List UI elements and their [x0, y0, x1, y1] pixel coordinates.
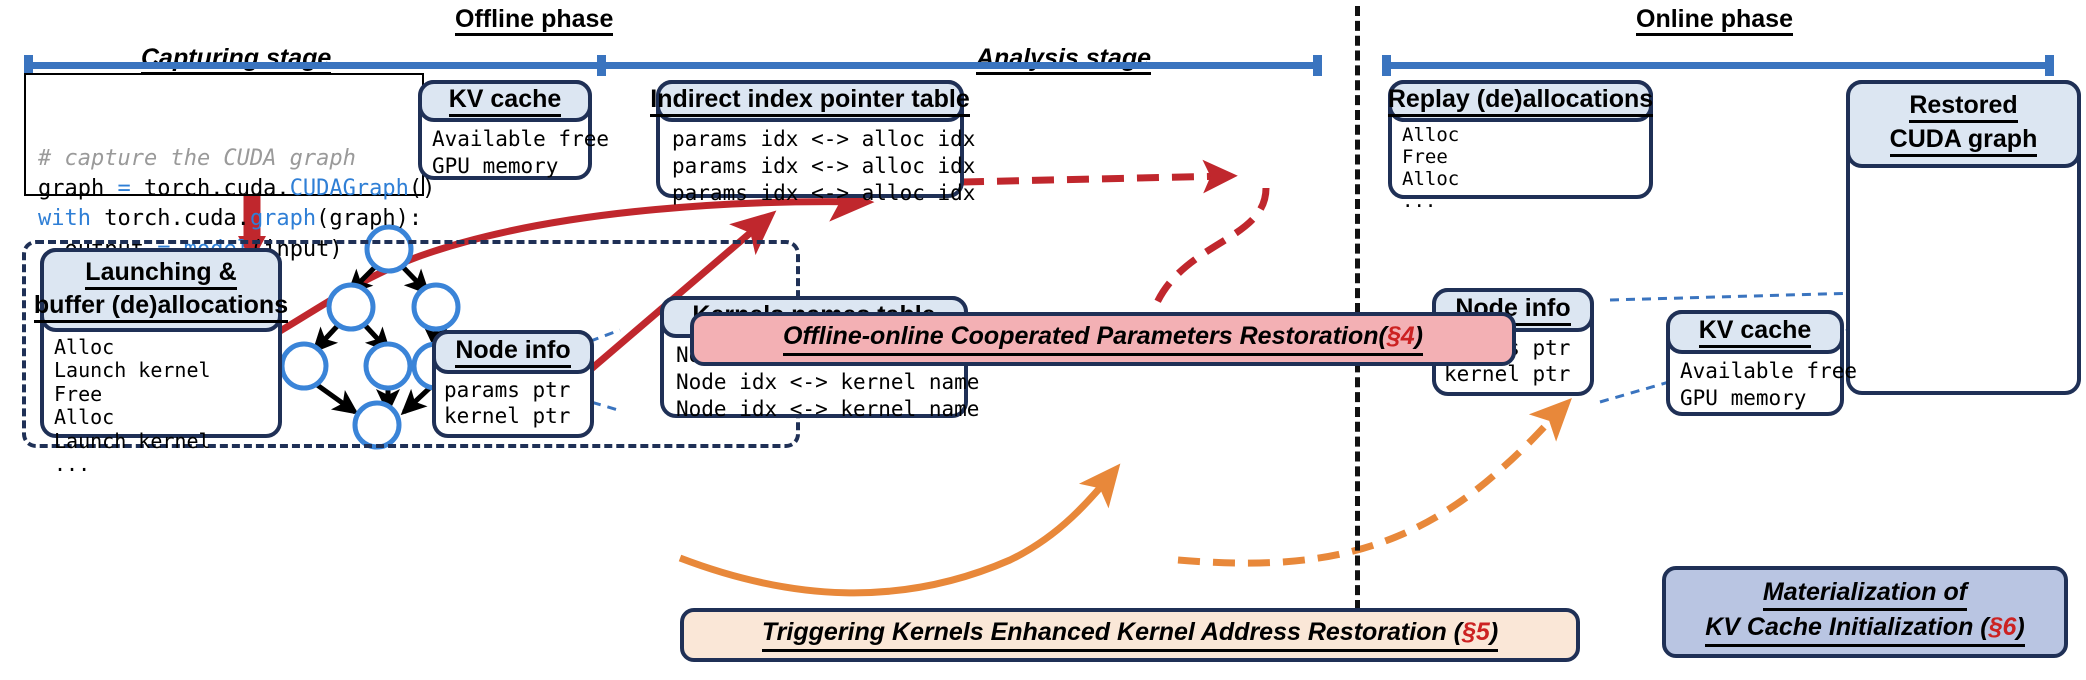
- restored-cuda-graph-header: Restored CUDA graph: [1846, 80, 2081, 168]
- launching-buffer-deallocations-title-line1: Launching &: [85, 258, 237, 290]
- timeline-offline-mid-cap: [597, 55, 606, 76]
- banner-kv-cache-materialization-line2: KV Cache Initialization (§6): [1705, 613, 2025, 647]
- restored-cuda-graph-title-line1: Restored: [1909, 91, 2018, 123]
- indirect-index-pointer-table-title: Indirect index pointer table: [650, 85, 970, 117]
- phase-title-offline: Offline phase: [455, 6, 614, 37]
- node-info-to-kernels-table-arrow: [678, 463, 1121, 597]
- banner-kernel-address-restoration-section: §5: [1462, 618, 1490, 647]
- banner-kv-cache-materialization-label: KV Cache Initialization (: [1705, 613, 1989, 641]
- timeline-online-bar: [1382, 62, 2054, 69]
- launching-buffer-deallocations-line: Alloc: [54, 405, 115, 430]
- timeline-offline-bar: [24, 62, 1322, 69]
- kv-cache-online-line: GPU memory: [1680, 385, 1807, 410]
- banner-kv-cache-materialization: Materialization of KV Cache Initializati…: [1662, 566, 2068, 658]
- replay-deallocations-title: Replay (de)allocations: [1387, 85, 1654, 117]
- indirect-index-pointer-table-line: params idx <-> alloc idx: [672, 127, 976, 151]
- banner-kv-cache-materialization-line1: Materialization of: [1762, 578, 1968, 611]
- phase-title-online: Online phase: [1636, 6, 1793, 37]
- replay-deallocations-line: Free: [1402, 146, 1448, 169]
- node-info-offline-line: params ptr: [444, 378, 571, 402]
- banner-offline-online-params-restoration: Offline-online Cooperated Parameters Res…: [690, 312, 1516, 366]
- code-line: with torch.cuda.graph(graph):: [38, 206, 423, 232]
- banner-kernel-address-restoration-suffix: ): [1489, 618, 1499, 647]
- replay-deallocations-line: Alloc: [1402, 168, 1460, 191]
- phase-divider: [1355, 6, 1360, 610]
- timeline-online-start-cap: [1382, 55, 1391, 76]
- replay-deallocations-header: Replay (de)allocations: [1387, 80, 1654, 122]
- stage-title-capturing: Capturing stage: [141, 45, 332, 76]
- timeline-online-end-cap: [2045, 55, 2054, 76]
- stage-title-analysis: Analysis stage: [976, 45, 1152, 76]
- node-info-offline-header: Node info: [432, 330, 594, 374]
- replay-deallocations-line: ...: [1402, 190, 1437, 213]
- banner-params-restoration-suffix: ): [1414, 322, 1423, 351]
- launching-buffer-deallocations-line: Alloc: [54, 335, 115, 359]
- kernels-table-to-node-info-arrow: [1177, 398, 1572, 567]
- banner-params-restoration-label: Offline-online Cooperated Parameters Res…: [783, 322, 1387, 351]
- kv-cache-online-line: Available free: [1680, 359, 1858, 383]
- indirect-index-pointer-table-header: Indirect index pointer table: [650, 80, 970, 122]
- replay-deallocations-line: Alloc: [1402, 124, 1460, 146]
- indirect-index-pointer-table-line: params idx <-> alloc idx: [672, 180, 976, 205]
- launching-buffer-deallocations-title-line2: buffer (de)allocations: [33, 291, 289, 323]
- index-table-to-replay-arrow: [961, 159, 1238, 194]
- restored-cuda-graph-title-line2: CUDA graph: [1889, 125, 2038, 157]
- timeline-offline-end-cap: [1313, 55, 1322, 76]
- launching-buffer-deallocations-line: Free: [54, 381, 103, 406]
- timeline-offline-start-cap: [24, 55, 33, 76]
- banner-kernel-address-restoration-text: Triggering Kernels Enhanced Kernel Addre…: [761, 618, 1499, 652]
- kv-cache-offline-line: GPU memory: [432, 153, 559, 178]
- kv-cache-offline-line: Available free: [432, 127, 610, 151]
- kernels-names-table-line: Node idx <-> kernel name: [676, 369, 980, 394]
- kv-cache-offline-title: KV cache: [448, 85, 562, 117]
- node-info-offline-title: Node info: [455, 336, 571, 368]
- kv-cache-online-title: KV cache: [1698, 316, 1812, 348]
- launching-buffer-deallocations-line: Launch kernel: [54, 428, 211, 453]
- launching-buffer-deallocations-line: Launch kernel: [54, 358, 211, 383]
- cuda-graph-capture-code: # capture the CUDA graph graph = torch.cu…: [24, 73, 435, 262]
- code-line: # capture the CUDA graph: [38, 145, 356, 171]
- banner-kernel-address-restoration: Triggering Kernels Enhanced Kernel Addre…: [680, 608, 1580, 662]
- banner-params-restoration-text: Offline-online Cooperated Parameters Res…: [783, 322, 1423, 356]
- launching-buffer-deallocations-header: Launching & buffer (de)allocations: [33, 248, 289, 332]
- code-line: graph = torch.cuda.CUDAGraph(): [38, 176, 436, 202]
- launching-buffer-deallocations-line: ...: [54, 451, 91, 476]
- banner-kernel-address-restoration-label: Triggering Kernels Enhanced Kernel Addre…: [761, 618, 1463, 647]
- banner-kv-cache-materialization-suffix: ): [2016, 613, 2025, 641]
- node-info-offline-line: kernel ptr: [444, 403, 571, 428]
- banner-kv-cache-materialization-section: §6: [1988, 613, 2017, 641]
- kv-cache-offline-header: KV cache: [418, 80, 592, 122]
- indirect-index-pointer-table-line: params idx <-> alloc idx: [672, 153, 976, 178]
- banner-params-restoration-section: §4: [1386, 322, 1415, 351]
- kv-cache-online-header: KV cache: [1666, 310, 1844, 354]
- kernels-names-table-line: Node idx <-> kernel name: [676, 396, 980, 421]
